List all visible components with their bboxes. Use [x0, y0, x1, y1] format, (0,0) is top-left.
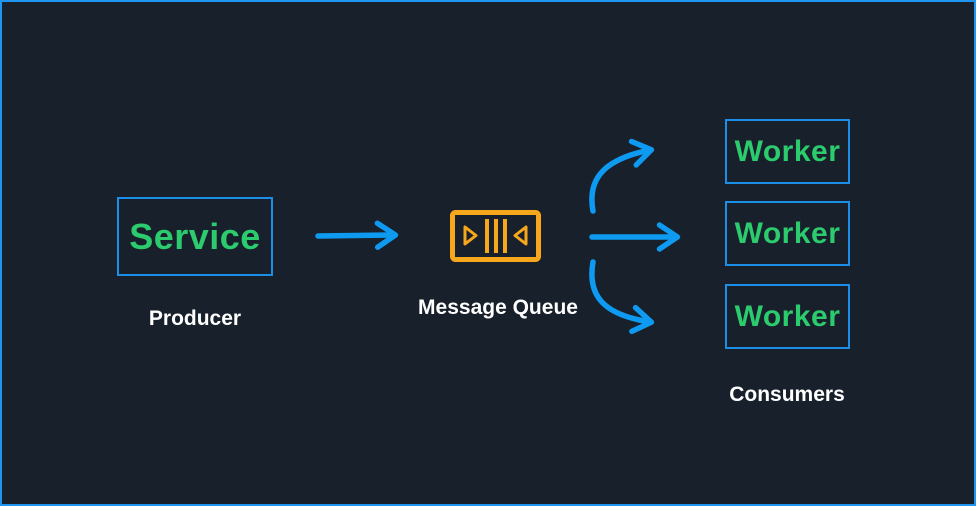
arrow-producer-to-queue [315, 220, 399, 250]
consumers-group-label: Consumers [729, 383, 845, 406]
queue-out-triangle-icon [513, 225, 528, 246]
worker-node-3: Worker [725, 284, 850, 349]
worker-node-1-label: Worker [734, 134, 841, 168]
arrow-queue-to-worker-1 [589, 138, 655, 214]
arrow-queue-to-worker-3 [589, 259, 655, 335]
service-node-label: Service [129, 215, 261, 257]
message-queue-label: Message Queue [418, 296, 578, 319]
message-queue-icon [450, 210, 541, 262]
queue-in-triangle-icon [463, 225, 478, 246]
producer-group-label: Producer [148, 307, 242, 330]
worker-node-1: Worker [725, 119, 850, 184]
worker-node-2: Worker [725, 201, 850, 266]
queue-bars-icon [485, 219, 507, 253]
worker-node-2-label: Worker [734, 216, 841, 250]
worker-node-3-label: Worker [734, 299, 841, 333]
service-node: Service [117, 197, 273, 276]
